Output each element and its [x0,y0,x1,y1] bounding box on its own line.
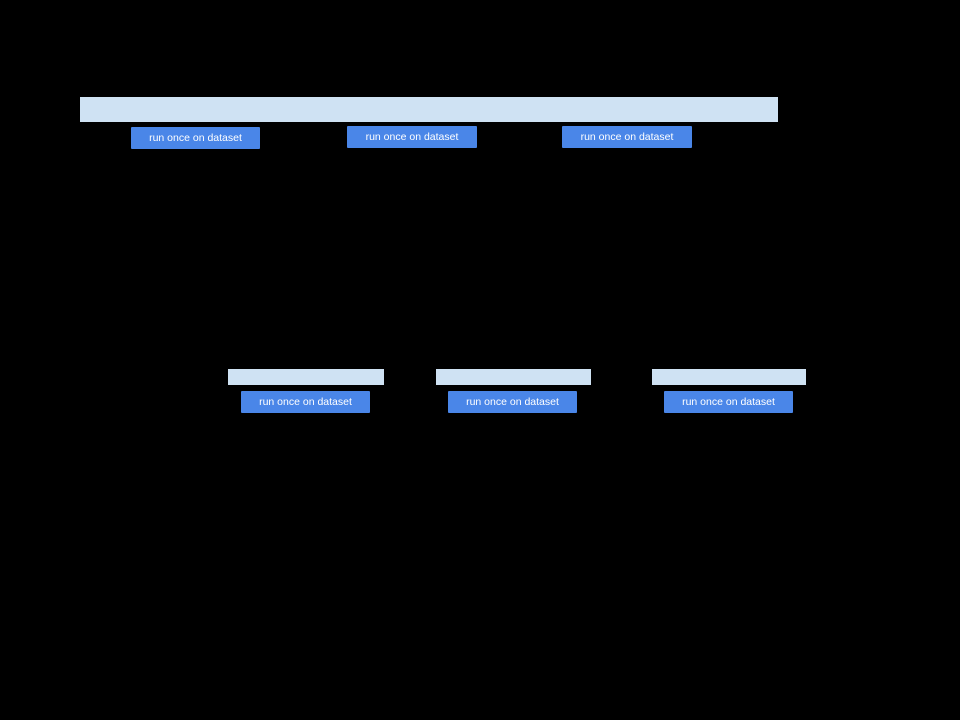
run-once-button[interactable]: run once on dataset [347,126,477,148]
run-once-button[interactable]: run once on dataset [131,127,260,149]
run-once-button[interactable]: run once on dataset [664,391,793,413]
dataset-shard-highlight-bar [436,369,591,385]
dataset-shard-highlight-bar [228,369,384,385]
dataset-highlight-bar [80,97,778,122]
dataset-shard-highlight-bar [652,369,806,385]
run-once-button[interactable]: run once on dataset [562,126,692,148]
run-once-button[interactable]: run once on dataset [448,391,577,413]
run-once-button[interactable]: run once on dataset [241,391,370,413]
